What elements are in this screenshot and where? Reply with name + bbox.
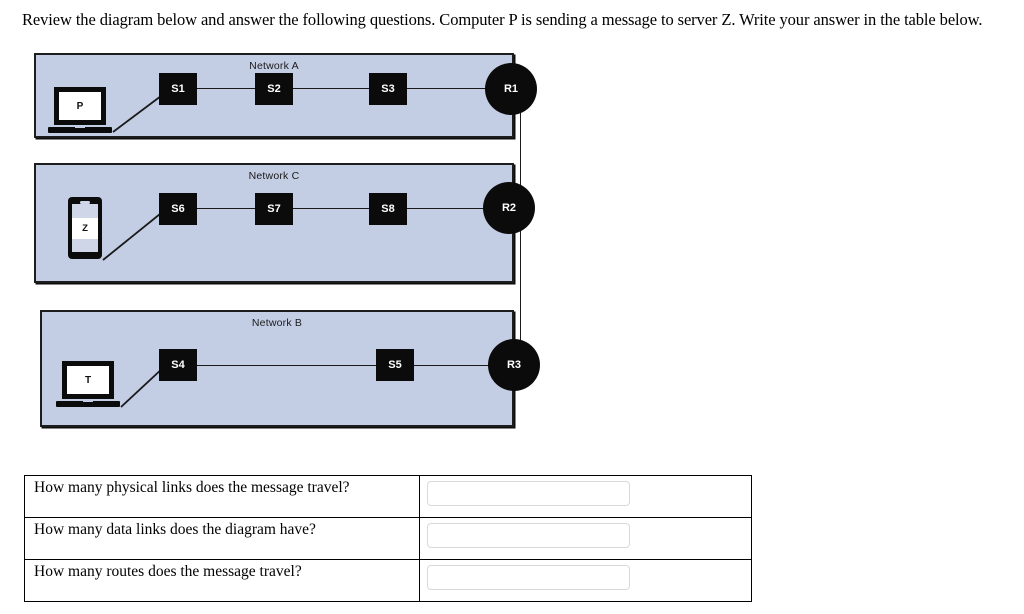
answer-cell-2 bbox=[419, 517, 752, 560]
link-s5-r3 bbox=[413, 365, 493, 366]
table-row: How many routes does the message travel? bbox=[24, 559, 752, 602]
switch-s4-label: S4 bbox=[171, 359, 185, 371]
device-z-label: Z bbox=[72, 217, 98, 239]
question-cell-1: How many physical links does the message… bbox=[24, 475, 420, 518]
table-row: How many physical links does the message… bbox=[24, 475, 752, 518]
link-s1-s2 bbox=[196, 88, 257, 89]
device-t-label: T bbox=[67, 366, 109, 394]
switch-s3[interactable]: S3 bbox=[369, 73, 407, 105]
switch-s4[interactable]: S4 bbox=[159, 349, 197, 381]
phone-screen-z: Z bbox=[72, 204, 98, 252]
switch-s6-label: S6 bbox=[171, 203, 185, 215]
laptop-notch-p bbox=[75, 125, 85, 128]
switch-s1-label: S1 bbox=[171, 83, 185, 95]
router-r1[interactable]: R1 bbox=[485, 63, 537, 115]
link-s7-s8 bbox=[292, 208, 378, 209]
question-prompt: Review the diagram below and answer the … bbox=[22, 10, 983, 29]
link-p-s1 bbox=[112, 92, 166, 133]
network-b-label: Network B bbox=[251, 317, 303, 329]
link-s2-s3 bbox=[292, 88, 378, 89]
router-r2-label: R2 bbox=[501, 202, 517, 214]
network-b-box: Network B bbox=[40, 310, 514, 427]
answer-cell-1 bbox=[419, 475, 752, 518]
link-s3-r1 bbox=[406, 88, 490, 89]
switch-s8[interactable]: S8 bbox=[369, 193, 407, 225]
link-t-s4 bbox=[120, 366, 165, 408]
laptop-lid-p: P bbox=[54, 87, 106, 125]
switch-s6[interactable]: S6 bbox=[159, 193, 197, 225]
answer-table: How many physical links does the message… bbox=[24, 475, 752, 602]
answer-input-3[interactable] bbox=[427, 565, 630, 590]
link-s8-r2 bbox=[406, 208, 490, 209]
switch-s2-label: S2 bbox=[267, 83, 281, 95]
table-row: How many data links does the diagram hav… bbox=[24, 517, 752, 560]
laptop-base-t bbox=[56, 401, 120, 407]
device-z-phone[interactable]: Z bbox=[68, 197, 102, 259]
question-cell-2: How many data links does the diagram hav… bbox=[24, 517, 420, 560]
switch-s7-label: S7 bbox=[267, 203, 281, 215]
router-r2[interactable]: R2 bbox=[483, 182, 535, 234]
router-r3[interactable]: R3 bbox=[488, 339, 540, 391]
switch-s5-label: S5 bbox=[388, 359, 402, 371]
switch-s7[interactable]: S7 bbox=[255, 193, 293, 225]
switch-s1[interactable]: S1 bbox=[159, 73, 197, 105]
answer-input-1[interactable] bbox=[427, 481, 630, 506]
link-s4-s5 bbox=[196, 365, 378, 366]
switch-s2[interactable]: S2 bbox=[255, 73, 293, 105]
router-r1-label: R1 bbox=[503, 83, 519, 95]
phone-speaker-z bbox=[80, 201, 90, 204]
network-a-label: Network A bbox=[249, 60, 299, 72]
switch-s5[interactable]: S5 bbox=[376, 349, 414, 381]
laptop-base-p bbox=[48, 127, 112, 133]
link-z-s6 bbox=[102, 213, 161, 261]
device-p-label: P bbox=[59, 92, 101, 120]
network-c-label: Network C bbox=[248, 170, 300, 182]
switch-s8-label: S8 bbox=[381, 203, 395, 215]
answer-input-2[interactable] bbox=[427, 523, 630, 548]
router-r3-label: R3 bbox=[506, 359, 522, 371]
link-s6-s7 bbox=[196, 208, 257, 209]
answer-cell-3 bbox=[419, 559, 752, 602]
laptop-lid-t: T bbox=[62, 361, 114, 399]
question-cell-3: How many routes does the message travel? bbox=[24, 559, 420, 602]
switch-s3-label: S3 bbox=[381, 83, 395, 95]
network-diagram: Network A P S1 S2 S3 R1 Network C Z S6 bbox=[0, 45, 600, 445]
laptop-notch-t bbox=[83, 399, 93, 402]
